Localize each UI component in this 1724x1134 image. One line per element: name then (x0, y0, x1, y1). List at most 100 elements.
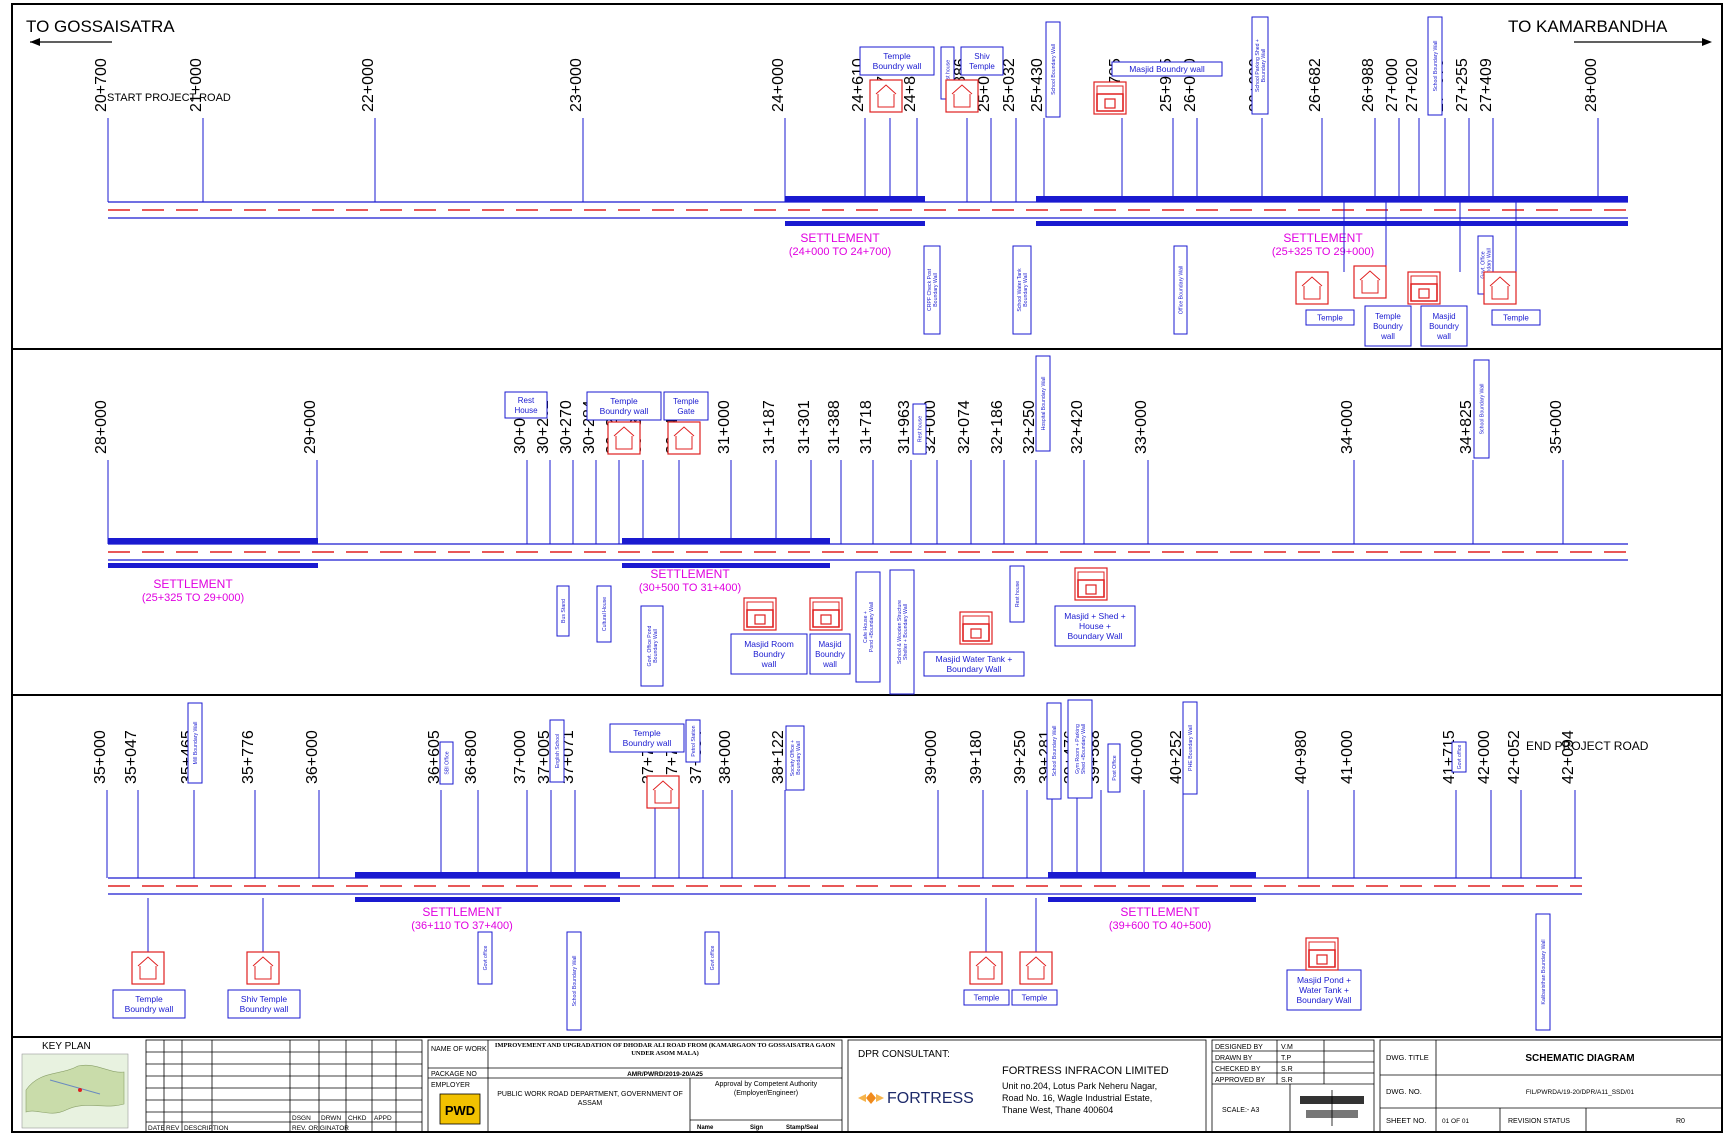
structure-label-box (1011, 989, 1058, 1006)
panel-2: 28+00029+00030+00030+26230+27030+28430+2… (93, 355, 1628, 695)
approved-by-label: APPROVED BY (1215, 1077, 1266, 1084)
settlement-bar (785, 196, 925, 202)
structure-label-box (227, 989, 301, 1019)
checked-by: S.R (1281, 1066, 1293, 1073)
chainage-label: 42+052 (1506, 730, 1523, 784)
chainage-label: 36+800 (463, 730, 480, 784)
structure-label: Hospital Boundary Wall (1041, 377, 1047, 431)
structure-label: Govt. OfficeBoundary Wall (1481, 248, 1493, 282)
structure-label-box (640, 605, 664, 687)
structure-label-box (1286, 969, 1362, 1011)
settlement-range: (36+110 TO 37+400) (411, 920, 513, 932)
settlement-bar (1048, 872, 1256, 878)
settlement-bar (785, 221, 925, 226)
chainage-label: 31+187 (761, 400, 778, 454)
structure-label-box (1111, 61, 1223, 77)
structure-label: Bus Stand (561, 599, 567, 623)
structure-label-box (1054, 605, 1136, 647)
chainage-label: 38+000 (717, 730, 734, 784)
settlement-title: SETTLEMENT (1120, 905, 1200, 919)
chainage-label: 34+000 (1339, 400, 1356, 454)
designed-by: V.M (1281, 1044, 1293, 1051)
panel-3: 35+00035+04735+46535+77636+00036+60536+8… (92, 699, 1582, 1031)
structure-label: School Boundary Wall (1051, 44, 1057, 95)
road-panels: 20+70021+00022+00023+00024+00024+61024+7… (92, 16, 1628, 1031)
masjid-structure-icon (1093, 81, 1127, 115)
structure-label: Cultural House (602, 597, 608, 631)
chainage-label: 35+000 (92, 730, 109, 784)
masjid-door-icon (1104, 98, 1116, 109)
chainage-label: 39+250 (1012, 730, 1029, 784)
consultant-addr-2: Road No. 16, Wagle Industrial Estate, (1002, 1093, 1152, 1103)
temple-roof-icon (951, 84, 973, 108)
structure-label-box (549, 719, 565, 783)
structure-label: School & Wooden StructureShelter + Bound… (897, 600, 909, 664)
structure-label-box (1420, 305, 1468, 347)
structure-label: School Boundary Wall (1433, 41, 1439, 92)
chainage-label: 22+000 (360, 58, 377, 112)
masjid-structure-icon (1407, 271, 1441, 305)
temple-roof-icon (652, 780, 674, 804)
chainage-label: 23+000 (568, 58, 585, 112)
approval-col-name: Name (697, 1125, 714, 1131)
structure-label: Kalibaristhan Boundary Wall (1541, 940, 1547, 1005)
rev-header-date: DATE (148, 1125, 166, 1132)
chainage-label: 26+988 (1360, 58, 1377, 112)
sheet-no-label: SHEET NO. (1386, 1116, 1426, 1125)
chainage-label: 40+000 (1129, 730, 1146, 784)
structure-label: Cafe House +Pond +Boundary Wall (863, 602, 875, 652)
settlement-range: (39+600 TO 40+500) (1109, 920, 1211, 932)
structure-label-box (889, 569, 915, 695)
masjid-top-icon (746, 601, 774, 610)
pwd-logo-text: PWD (445, 1103, 475, 1118)
name-of-work-box: IMPROVEMENT AND UPGRADATION OF DHODAR AL… (495, 1042, 835, 1057)
rev-footer: REV. ORIGINATOR (292, 1125, 349, 1132)
masjid-structure-icon (1305, 937, 1339, 971)
chainage-label: 34+825 (1458, 400, 1475, 454)
structure-label-box (785, 725, 805, 791)
temple-roof-icon (875, 84, 897, 108)
structure-label-box (859, 46, 935, 76)
chainage-label: 35+047 (123, 730, 140, 784)
structure-label: Rest house (1015, 581, 1021, 607)
masjid-door-icon (1085, 584, 1097, 595)
chainage-label: 27+000 (1384, 58, 1401, 112)
structure-label-box (556, 585, 570, 637)
chainage-label: 29+000 (302, 400, 319, 454)
structure-label-box (1251, 16, 1269, 115)
chainage-label: 38+122 (770, 730, 787, 784)
structure-label-box (855, 571, 881, 683)
right-arrow-icon (1574, 38, 1712, 46)
temple-roof-icon (613, 426, 635, 450)
chainage-label: 27+255 (1454, 58, 1471, 112)
chainage-label: 32+250 (1021, 400, 1038, 454)
title-block: KEY PLAN DATE REV DESCR (21, 1039, 1723, 1133)
temple-roof-icon (1359, 270, 1381, 294)
structure-label: Temple (1317, 314, 1343, 323)
masjid-top-icon (812, 601, 840, 610)
chainage-label: 30+270 (558, 400, 575, 454)
temple-roof-icon (137, 956, 159, 980)
chainage-label: 41+000 (1339, 730, 1356, 784)
consultant-name: FORTRESS INFRACON LIMITED (1002, 1065, 1169, 1077)
rev-header-dsgn: DSGN (292, 1115, 311, 1122)
key-plan-map-icon (21, 1053, 129, 1129)
structure-label-box (1173, 245, 1188, 335)
structure-label: Post Office (1112, 755, 1118, 780)
temple-roof-icon (252, 956, 274, 980)
dwg-no: FIL/PWRDA/19-20/DPR/A11_SSD/01 (1526, 1089, 1635, 1096)
chainage-label: 26+682 (1307, 58, 1324, 112)
sheet-no: 01 OF 01 (1442, 1118, 1469, 1125)
masjid-body-icon (1077, 579, 1105, 598)
chainage-label: 20+700 (93, 58, 110, 112)
consultant-frame (847, 1039, 1207, 1133)
structure-label: Office Boundary Wall (1179, 266, 1185, 314)
